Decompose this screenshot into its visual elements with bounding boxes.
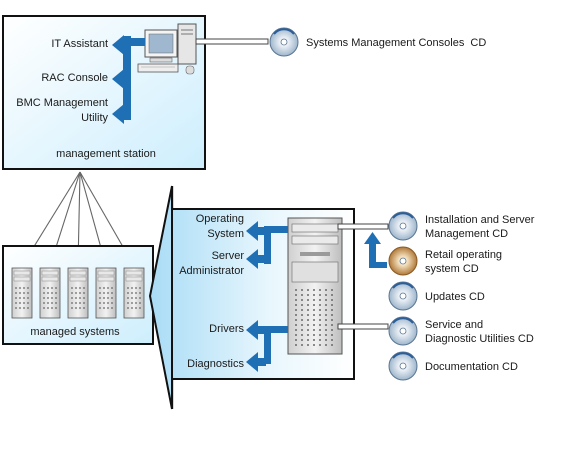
cd-label-text: Installation and Server [425,214,535,226]
cd-label-text: Documentation [425,361,499,373]
cd-label-text: system [425,263,460,275]
app-rac-console: RAC Console [41,72,108,84]
managed-server-icon [11,267,33,319]
label-drivers: Drivers [209,323,244,335]
label-system: System [207,228,244,240]
cd-label-suffix: CD [463,263,479,275]
app-it-assistant: IT Assistant [51,38,108,50]
cd-label-text: Retail operating [425,249,502,261]
label-administrator: Administrator [179,265,244,277]
app-bmc-management: BMC Management [16,97,108,109]
cd-label-text: Updates [425,291,466,303]
managed-server-icon [67,267,89,319]
consoles-cd-suffix: CD [470,37,486,49]
cd-label-line: Installation and Server [425,214,535,226]
svg-text:Systems Management Consoles: Systems Management Consoles CD [306,37,486,49]
retail-os-arrow [364,232,387,268]
management-station-label: management station [56,148,156,160]
server-vents [295,289,333,346]
server-software-panel: Operating System Server Administrator Dr… [148,185,355,410]
label-server: Server [212,250,245,262]
managed-systems-label: managed systems [30,326,120,338]
managed-servers [11,267,145,319]
cd-label-text: Management [425,228,489,240]
cd-label-suffix: CD [492,228,508,240]
managed-systems-panel: managed systems [2,245,154,345]
cd-label-line: Retail operating [425,249,502,261]
software-arrows [246,221,288,372]
management-station-panel: IT Assistant RAC Console BMC Management … [2,15,206,170]
consoles-cd-title: Systems Management Consoles [306,37,465,49]
app-utility: Utility [81,112,108,124]
cd-label-line: Service and [425,319,483,331]
cd-icon [269,27,299,57]
managed-server-icon [95,267,117,319]
workstation-icon [137,23,197,75]
cd-label-text: Service and [425,319,483,331]
label-diagnostics: Diagnostics [187,358,244,370]
cd-connectors [337,223,389,330]
label-operating: Operating [196,213,244,225]
cd-icon [388,281,418,311]
cd-label-suffix: CD [518,333,534,345]
managed-server-icon [39,267,61,319]
management-arrows [112,35,145,124]
server-tower-icon [287,217,343,355]
cd-icon [388,316,418,346]
cd-icon [388,246,418,276]
cd-icon [388,351,418,381]
managed-server-icon [123,267,145,319]
cd-icon [388,211,418,241]
cd-label-text: Diagnostic Utilities [425,333,515,345]
cd-label-suffix: CD [469,291,485,303]
consoles-cd: Systems Management Consoles CD [269,27,486,57]
consoles-cd-link [195,38,269,45]
cd-label-suffix: CD [502,361,518,373]
